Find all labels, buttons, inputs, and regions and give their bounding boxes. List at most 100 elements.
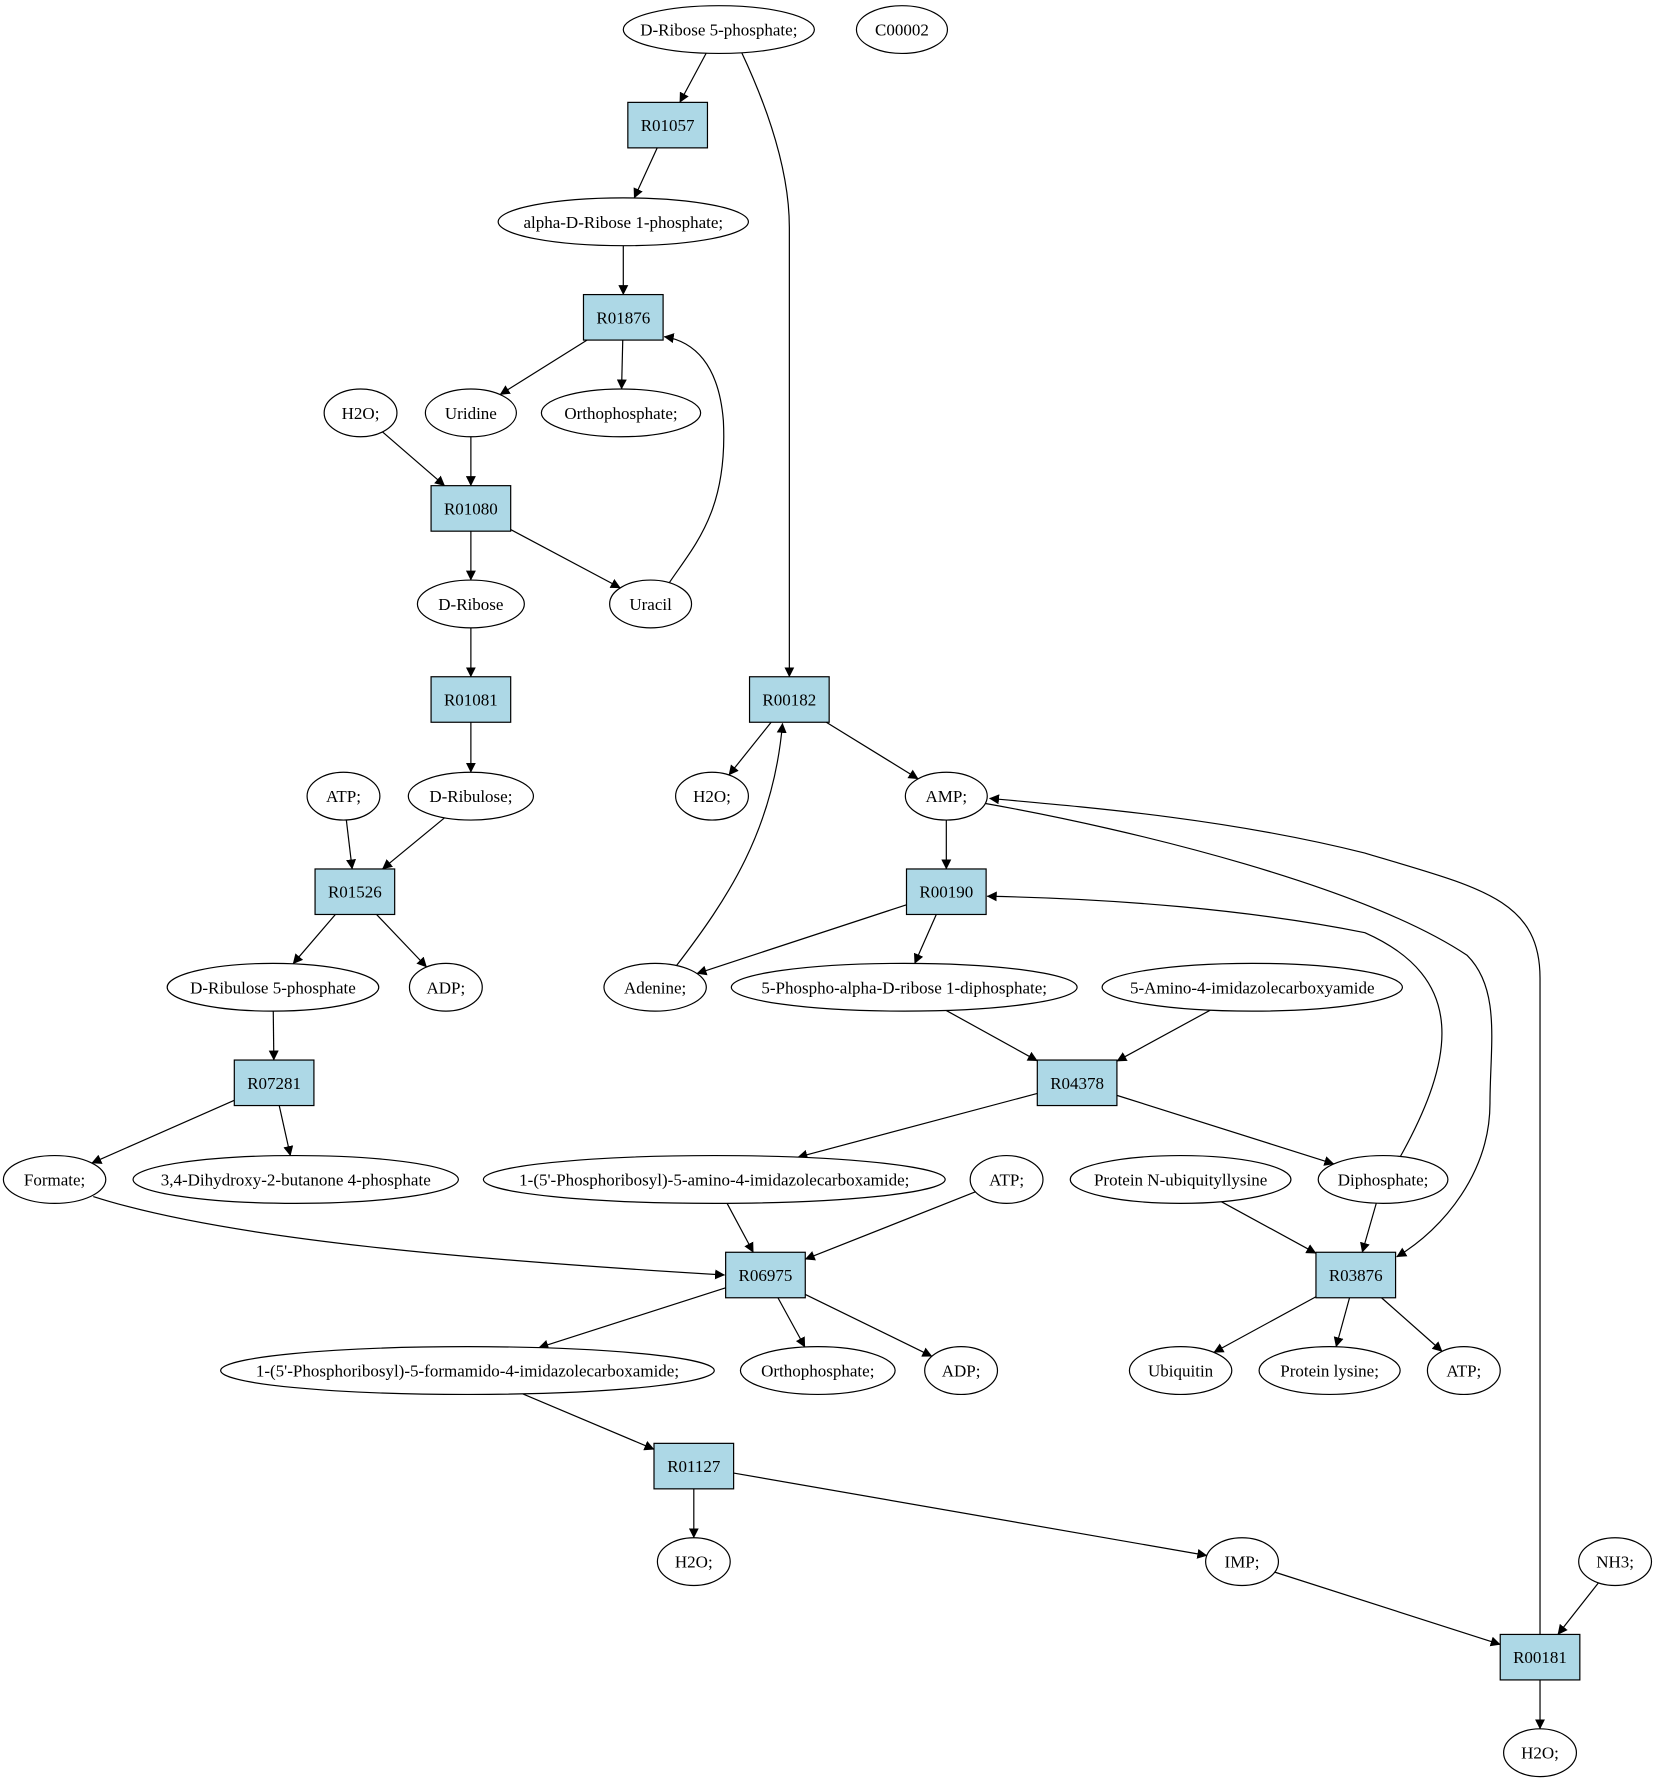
metabolite-ellipse <box>482 1154 946 1204</box>
reaction-r01057[interactable]: R01057 <box>627 101 709 149</box>
metabolite-adp_2[interactable]: ADP; <box>924 1346 999 1396</box>
edge-r00181-to-amp <box>989 794 1541 1635</box>
metabolite-c00002[interactable]: C00002 <box>855 5 949 55</box>
edge-uracil-to-r01876 <box>663 333 725 584</box>
node-label: R01127 <box>667 1457 721 1476</box>
metabolite-dipho[interactable]: Diphosphate; <box>1317 1154 1449 1204</box>
metabolite-ellipse <box>220 1346 715 1396</box>
edge-r06975-to-ortho_2 <box>777 1297 806 1348</box>
edge-r00182-to-h2o_2 <box>728 721 772 776</box>
metabolite-aicar[interactable]: 1-(5'-Phosphoribosyl)-5-amino-4-imidazol… <box>482 1154 946 1204</box>
metabolite-ellipse <box>904 771 988 821</box>
metabolite-ellipse <box>730 962 1078 1012</box>
metabolite-adp_1[interactable]: ADP; <box>408 962 483 1012</box>
node-label: R01876 <box>596 308 650 327</box>
reaction-r00190[interactable]: R00190 <box>905 868 987 916</box>
node-label: Adenine; <box>624 978 686 997</box>
metabolite-ortho_2[interactable]: Orthophosphate; <box>739 1346 896 1396</box>
metabolite-dribulose[interactable]: D-Ribulose; <box>407 771 535 821</box>
node-label: C00002 <box>875 21 929 40</box>
metabolite-ellipse <box>1426 1346 1501 1396</box>
metabolite-ortho_1[interactable]: Orthophosphate; <box>540 388 702 438</box>
metabolite-imp[interactable]: IMP; <box>1205 1537 1280 1587</box>
metabolite-amp[interactable]: AMP; <box>904 771 988 821</box>
node-label: H2O; <box>342 404 380 423</box>
metabolite-dr5p[interactable]: D-Ribose 5-phosphate; <box>622 5 815 55</box>
reaction-box <box>1036 1059 1118 1107</box>
reaction-r06975[interactable]: R06975 <box>725 1251 806 1299</box>
metabolite-atp_2[interactable]: ATP; <box>969 1154 1044 1204</box>
reaction-box <box>653 1442 735 1490</box>
metabolite-uracil[interactable]: Uracil <box>609 579 693 629</box>
node-label: Orthophosphate; <box>564 404 677 423</box>
reaction-box <box>905 868 987 916</box>
reaction-r01080[interactable]: R01080 <box>430 485 512 532</box>
metabolite-h2o_2[interactable]: H2O; <box>675 771 750 821</box>
metabolite-ellipse <box>540 388 702 438</box>
metabolite-dribose[interactable]: D-Ribose <box>416 579 525 629</box>
reaction-r00181[interactable]: R00181 <box>1499 1633 1581 1681</box>
edge-atp_1-to-r01526 <box>345 819 357 870</box>
metabolite-dru5p[interactable]: D-Ribulose 5-phosphate <box>166 962 380 1012</box>
node-label: 3,4-Dihydroxy-2-butanone 4-phosphate <box>161 1170 431 1189</box>
edge-dr5p-to-r01057 <box>679 52 707 103</box>
reaction-r01526[interactable]: R01526 <box>314 868 396 916</box>
metabolite-formate[interactable]: Formate; <box>2 1154 107 1204</box>
reaction-r01081[interactable]: R01081 <box>430 676 512 723</box>
node-label: H2O; <box>1521 1744 1559 1763</box>
metabolite-ubiq[interactable]: Ubiquitin <box>1128 1346 1233 1396</box>
metabolite-aica[interactable]: 5-Amino-4-imidazolecarboxyamide <box>1101 962 1404 1012</box>
node-label: R04378 <box>1050 1074 1104 1093</box>
edge-r01526-to-adp_1 <box>376 914 428 968</box>
node-label: R06975 <box>739 1266 793 1285</box>
metabolite-adr1p[interactable]: alpha-D-Ribose 1-phosphate; <box>497 197 749 247</box>
node-label: R00181 <box>1513 1648 1567 1667</box>
node-label: D-Ribose <box>438 595 503 614</box>
node-label: ATP; <box>1446 1362 1481 1381</box>
metabolite-faicar[interactable]: 1-(5'-Phosphoribosyl)-5-formamido-4-imid… <box>220 1346 715 1396</box>
reaction-r03876[interactable]: R03876 <box>1315 1251 1397 1299</box>
metabolite-ellipse <box>408 962 483 1012</box>
edge-r04378-to-dipho <box>1116 1094 1335 1166</box>
reaction-r00182[interactable]: R00182 <box>748 676 830 723</box>
metabolite-ellipse <box>622 5 815 55</box>
metabolite-nh3[interactable]: NH3; <box>1578 1537 1653 1587</box>
edge-formate-to-r06975 <box>93 1195 726 1280</box>
edge-dipho-to-r03876 <box>1360 1203 1377 1253</box>
edge-dipho-to-r00190 <box>986 891 1443 1160</box>
edge-r01876-to-ortho_1 <box>616 340 627 390</box>
metabolite-ellipse <box>855 5 949 55</box>
metabolite-h2o_3[interactable]: H2O; <box>656 1537 731 1587</box>
reaction-r07281[interactable]: R07281 <box>233 1059 315 1107</box>
node-label: D-Ribose 5-phosphate; <box>640 21 797 40</box>
node-label: Formate; <box>24 1170 85 1189</box>
metabolite-dhbp[interactable]: 3,4-Dihydroxy-2-butanone 4-phosphate <box>132 1154 459 1204</box>
reaction-r04378[interactable]: R04378 <box>1036 1059 1118 1107</box>
metabolite-atp_3[interactable]: ATP; <box>1426 1346 1501 1396</box>
node-label: D-Ribulose; <box>429 787 512 806</box>
metabolite-h2o_4[interactable]: H2O; <box>1503 1728 1578 1778</box>
edge-r00190-to-prpp <box>913 914 937 964</box>
metabolite-pnul[interactable]: Protein N-ubiquityllysine <box>1069 1154 1292 1204</box>
edge-faicar-to-r01127 <box>522 1393 655 1451</box>
metabolite-plys[interactable]: Protein lysine; <box>1258 1346 1401 1396</box>
reaction-r01127[interactable]: R01127 <box>653 1442 735 1490</box>
metabolite-uridine[interactable]: Uridine <box>424 388 517 438</box>
node-label: D-Ribulose 5-phosphate <box>190 978 356 997</box>
metabolite-ellipse <box>1578 1537 1653 1587</box>
edge-amp-to-r03876 <box>982 802 1493 1258</box>
node-label: Protein lysine; <box>1280 1362 1379 1381</box>
metabolite-h2o_1[interactable]: H2O; <box>323 388 398 438</box>
edge-dr5p-to-r00182 <box>741 52 795 678</box>
node-label: Orthophosphate; <box>761 1362 874 1381</box>
metabolite-atp_1[interactable]: ATP; <box>306 771 381 821</box>
metabolite-prpp[interactable]: 5-Phospho-alpha-D-ribose 1-diphosphate; <box>730 962 1078 1012</box>
edge-r01127-to-imp <box>733 1472 1208 1559</box>
edges-layer <box>91 52 1599 1730</box>
metabolite-ellipse <box>2 1154 107 1204</box>
reaction-r01876[interactable]: R01876 <box>582 293 664 341</box>
metabolite-ellipse <box>1101 962 1404 1012</box>
metabolite-adenine[interactable]: Adenine; <box>603 962 707 1012</box>
